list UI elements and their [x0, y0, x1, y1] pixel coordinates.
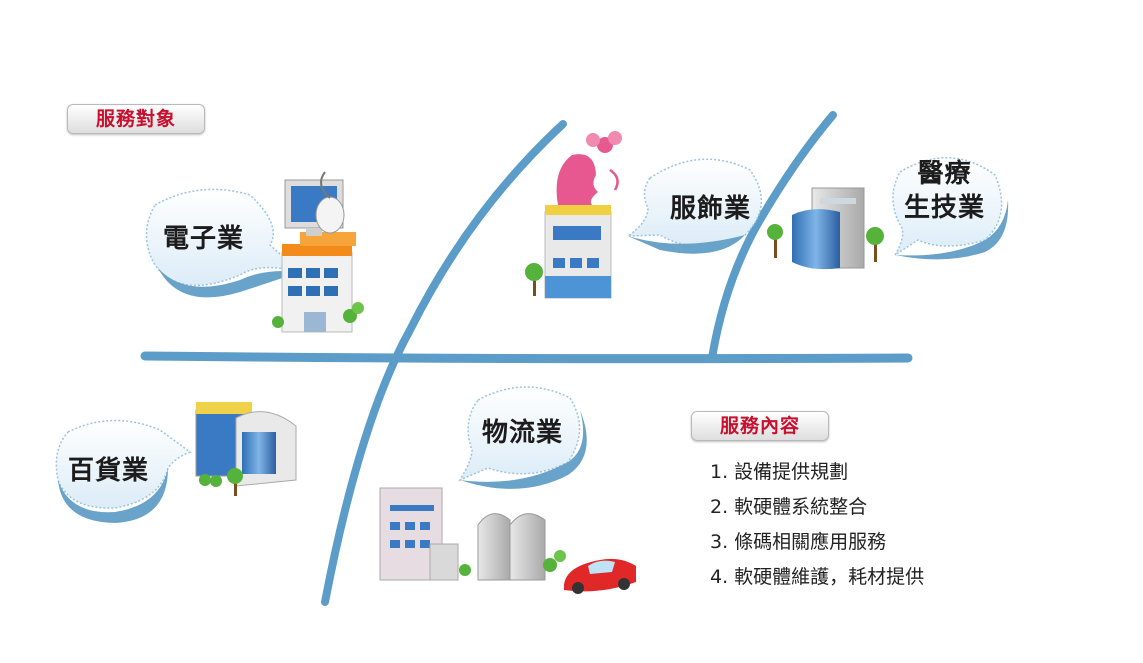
road-horizontal — [140, 351, 913, 364]
industry-medical-label: 醫療 生技業 — [904, 157, 985, 225]
roads — [140, 111, 913, 606]
industry-apparel-label: 服飾業 — [670, 194, 752, 224]
bubble-medical — [892, 156, 1009, 260]
boutique-building-icon — [544, 205, 612, 299]
service-content-title: 服務內容 — [691, 411, 829, 441]
industry-logistics-label: 物流業 — [482, 418, 564, 448]
department-store-icon — [195, 402, 297, 496]
service-target-title: 服務對象 — [67, 104, 205, 134]
industry-medical-label-line1: 醫療 — [917, 159, 972, 189]
service-item: 2. 軟硬體系統整合 — [710, 496, 868, 518]
bubble-apparel — [625, 158, 763, 254]
industry-retail-label: 百貨業 — [68, 456, 150, 486]
service-item: 3. 條碼相關應用服務 — [710, 531, 887, 553]
warehouse-icon — [379, 487, 566, 581]
industry-medical-label-line2: 生技業 — [904, 193, 986, 223]
car-icon — [564, 558, 636, 594]
tree-icon — [525, 263, 543, 296]
industry-electronics-label: 電子業 — [163, 224, 245, 254]
road-diagonal-main — [321, 120, 567, 606]
service-item: 4. 軟硬體維護，耗材提供 — [710, 566, 925, 588]
bubble-retail — [55, 419, 192, 523]
road-diagonal-right — [708, 111, 837, 362]
service-list: 1. 設備提供規劃 2. 軟硬體系統整合 3. 條碼相關應用服務 4. 軟硬體維… — [710, 455, 924, 595]
computer-building-icon — [272, 171, 364, 333]
service-item: 1. 設備提供規劃 — [710, 461, 849, 483]
flower-woman-icon — [556, 131, 622, 205]
bubble-logistics — [458, 386, 587, 489]
hospital-building-icon — [767, 187, 884, 270]
bubble-electronics — [145, 188, 301, 298]
